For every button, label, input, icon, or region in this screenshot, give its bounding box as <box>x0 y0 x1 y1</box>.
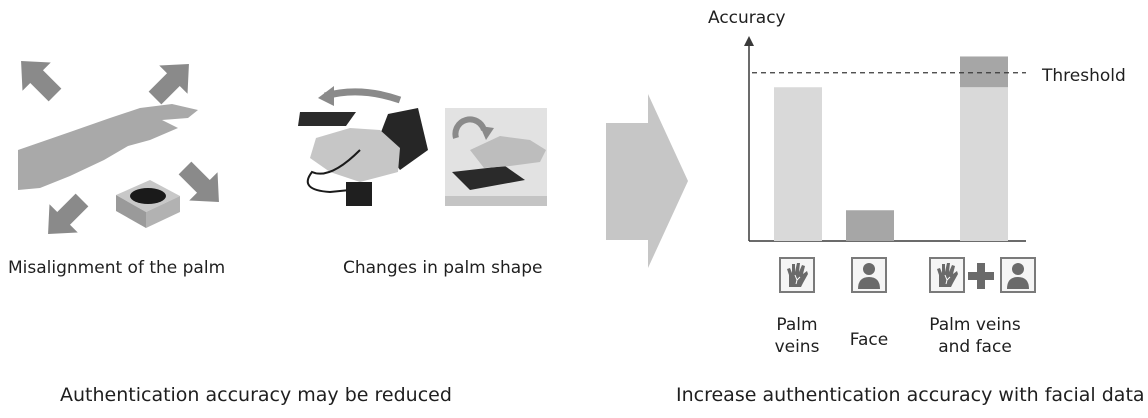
palm-sensor-icon <box>116 180 180 228</box>
hand-over-device-icon <box>470 136 546 168</box>
transition-arrow-icon <box>606 94 688 268</box>
arrow-down-right-icon <box>178 161 219 202</box>
threshold-label: Threshold <box>1042 66 1126 86</box>
category-label-face: Face <box>849 330 889 350</box>
y-axis-arrowhead <box>744 36 754 46</box>
combined-palm-icon-box <box>929 257 965 293</box>
arrow-up-right-icon <box>148 64 189 105</box>
misalignment-illustration <box>18 61 219 234</box>
category-label-palm-veins: Palm veins <box>774 315 820 357</box>
palm-vein-icon-box <box>779 257 815 293</box>
combined-face-icon-box <box>1000 257 1036 293</box>
arrow-up-left-icon <box>21 61 62 102</box>
face-icon <box>858 263 880 289</box>
caption-palm-shape: Changes in palm shape <box>343 258 543 278</box>
palm-shape-illustration-2 <box>445 108 547 206</box>
hand-icon <box>18 104 198 190</box>
palm-vein-icon <box>937 263 958 287</box>
device-icon <box>452 166 525 190</box>
bar-face <box>846 210 894 241</box>
plus-icon <box>968 263 994 289</box>
y-axis-label: Accuracy <box>708 8 786 28</box>
accuracy-chart <box>744 36 1026 242</box>
conclusion-left: Authentication accuracy may be reduced <box>60 384 452 406</box>
face-icon <box>1007 263 1029 289</box>
rotate-arrow-icon <box>452 116 487 139</box>
conclusion-right: Increase authentication accuracy with fa… <box>676 384 1145 406</box>
caption-misalignment: Misalignment of the palm <box>8 258 226 278</box>
arrow-down-left-icon <box>48 193 89 234</box>
category-label-palm-veins-and-face: Palm veins and face <box>929 315 1021 357</box>
palm-shape-illustration-1 <box>298 86 428 206</box>
face-icon-box <box>851 257 887 293</box>
curved-arrow-left-icon <box>324 88 402 104</box>
palm-vein-icon <box>787 263 808 287</box>
bar-palm-veins-and-face-increase <box>960 56 1008 88</box>
bar-palm-veins <box>774 87 822 242</box>
bar-palm-veins-and-face <box>960 87 1008 242</box>
